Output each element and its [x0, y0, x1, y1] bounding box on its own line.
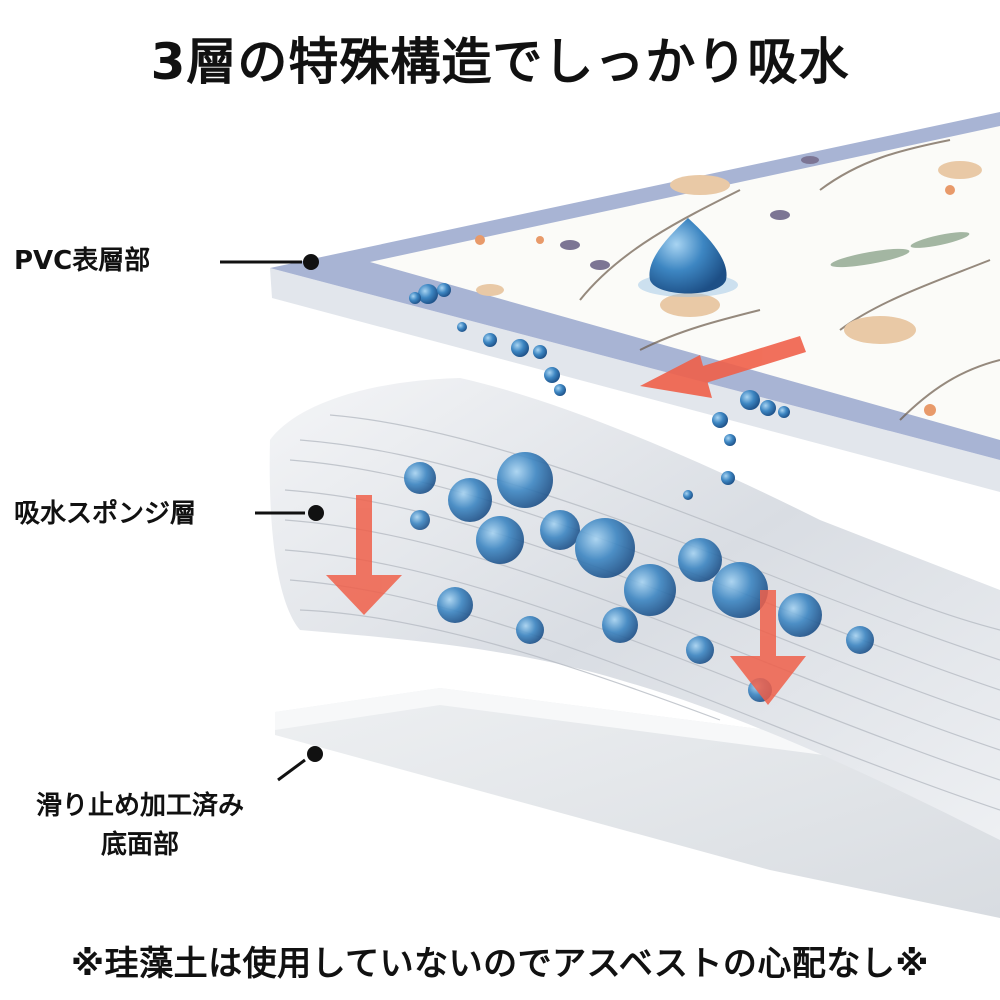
label-pvc-surface-layer: PVC表層部	[14, 246, 151, 276]
label-absorbent-sponge-layer: 吸水スポンジ層	[14, 499, 197, 529]
asbestos-footnote: ※珪藻土は使用していないのでアスベストの心配なし※	[71, 944, 929, 984]
label-anti-slip-line1: 滑り止め加工済み	[35, 791, 244, 821]
label-anti-slip-line2: 底面部	[100, 830, 179, 860]
label-pointers	[220, 254, 324, 782]
label-anti-slip-bottom-layer: 滑り止め加工済み 底面部	[10, 787, 270, 865]
sponge-layer	[269, 378, 1000, 840]
top-pvc-layer	[270, 112, 1000, 500]
page-title: 3層の特殊構造でしっかり吸水	[150, 33, 850, 91]
